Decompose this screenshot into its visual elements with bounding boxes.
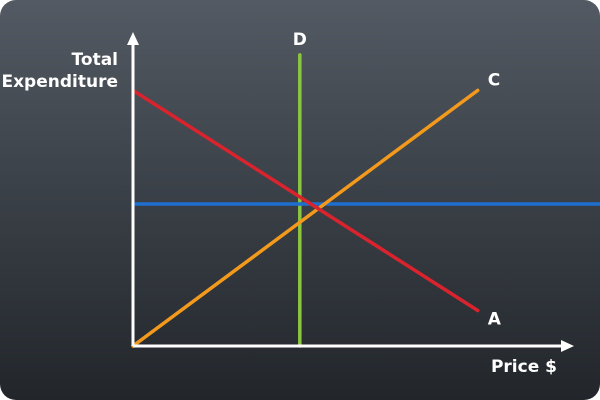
y-axis-arrow — [127, 32, 139, 45]
series-line-c — [131, 88, 480, 348]
series-line-a — [131, 88, 480, 313]
y-axis-label-line1: Total — [72, 50, 118, 70]
series-label-a: A — [488, 310, 502, 330]
x-axis-label: Price $ — [491, 357, 557, 377]
axes — [127, 32, 574, 352]
x-axis-arrow — [561, 340, 574, 352]
series-layer — [131, 53, 600, 348]
y-axis-label-line2: Expenditure — [1, 72, 118, 92]
series-label-c: C — [488, 70, 500, 90]
series-label-d: D — [293, 30, 307, 50]
series-label-layer: ABCD — [293, 30, 502, 330]
